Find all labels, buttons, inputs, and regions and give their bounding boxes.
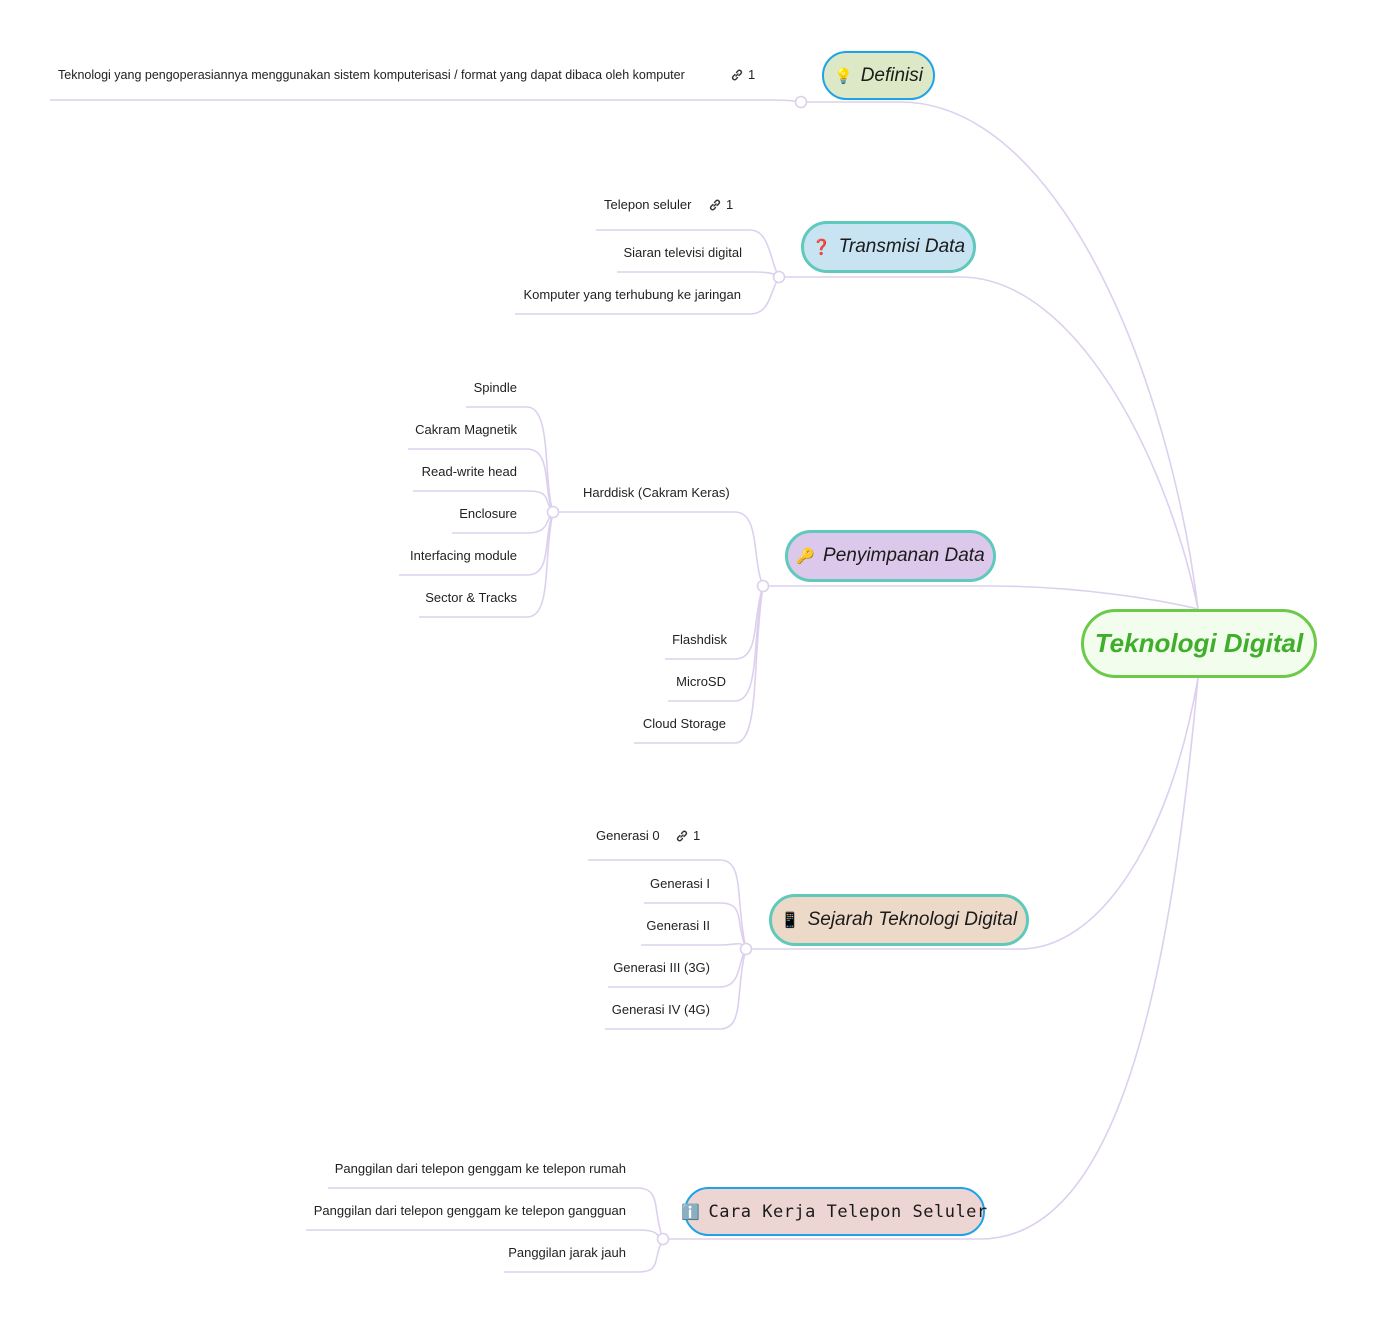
transmisi-item[interactable]: Siaran televisi digital [623,245,742,261]
definisi-item-label: Teknologi yang pengoperasiannya mengguna… [58,68,685,82]
harddisk-child-label: Interfacing module [410,548,517,563]
cara-item[interactable]: Panggilan jarak jauh [508,1245,626,1261]
connector-root-penyimpanan [763,585,1199,610]
transmisi-item[interactable]: Telepon seluler [604,197,691,213]
collapse-handle-definisi [794,95,808,109]
topic-cara-label: Cara Kerja Telepon Seluler [708,1201,988,1222]
connector-root-sejarah [746,677,1199,950]
collapse-handle-transmisi [772,270,786,284]
link-count: 1 [748,67,756,82]
penyimpanan-item[interactable]: Flashdisk [672,632,727,648]
info-icon: ℹ️ [681,1202,701,1221]
topic-definisi[interactable]: 💡 Definisi [822,51,935,100]
sejarah-item-label: Generasi IV (4G) [611,1002,710,1017]
link-icon [676,830,688,842]
cara-item-label: Panggilan dari telepon genggam ke telepo… [334,1161,626,1176]
root-topic[interactable]: Teknologi Digital [1081,609,1317,678]
link-badge[interactable]: 1 [708,197,733,213]
harddisk-child-label: Enclosure [459,506,517,521]
link-icon [731,69,743,81]
link-count: 1 [693,828,701,843]
transmisi-item-label: Telepon seluler [604,197,692,212]
sejarah-item[interactable]: Generasi III (3G) [613,960,710,976]
topic-cara-kerja-telepon-seluler[interactable]: ℹ️ Cara Kerja Telepon Seluler [681,1187,988,1236]
transmisi-item-label: Komputer yang terhubung ke jaringan [523,287,741,302]
mobile-phone-icon: 📱 [780,912,800,929]
harddisk-child[interactable]: Interfacing module [410,548,517,564]
transmisi-item[interactable]: Komputer yang terhubung ke jaringan [523,287,741,303]
collapse-handle-penyimpanan [756,579,770,593]
topic-transmisi-data[interactable]: ❓ Transmisi Data [801,221,976,273]
harddisk-child[interactable]: Sector & Tracks [425,590,517,606]
cara-item[interactable]: Panggilan dari telepon genggam ke telepo… [335,1161,626,1177]
connector-root-transmisi [779,276,1199,610]
link-count: 1 [726,197,734,212]
connector-root-definisi [801,101,1199,610]
cara-item[interactable]: Panggilan dari telepon genggam ke telepo… [314,1203,626,1219]
sejarah-item-label: Generasi III (3G) [613,960,710,975]
sejarah-item-label: Generasi I [650,876,710,891]
transmisi-item-label: Siaran televisi digital [623,245,742,260]
topic-sejarah-teknologi-digital[interactable]: 📱 Sejarah Teknologi Digital [769,894,1029,946]
link-badge[interactable]: 1 [730,67,755,83]
cara-item-label: Panggilan dari telepon genggam ke telepo… [313,1203,626,1218]
penyimpanan-item[interactable]: Cloud Storage [643,716,726,732]
topic-penyimpanan-data[interactable]: 🔑 Penyimpanan Data [785,530,996,582]
topic-penyimpanan-label: Penyimpanan Data [823,545,985,566]
question-icon: ❓ [811,239,831,256]
penyimpanan-item-label: MicroSD [676,674,726,689]
harddisk-child[interactable]: Read-write head [422,464,517,480]
key-icon: 🔑 [796,548,816,565]
penyimpanan-item-label: Flashdisk [672,632,727,647]
penyimpanan-item-label: Cloud Storage [642,716,726,731]
collapse-handle-harddisk [546,505,560,519]
penyimpanan-item[interactable]: MicroSD [676,674,726,690]
lightbulb-icon: 💡 [834,67,853,85]
harddisk-child-label: Read-write head [421,464,517,479]
harddisk-child-label: Cakram Magnetik [415,422,517,437]
harddisk-label: Harddisk (Cakram Keras) [583,485,730,500]
harddisk-node[interactable]: Harddisk (Cakram Keras) [583,485,730,501]
sejarah-item[interactable]: Generasi 0 [596,828,660,844]
sejarah-item[interactable]: Generasi IV (4G) [612,1002,710,1018]
sejarah-item[interactable]: Generasi I [650,876,710,892]
sejarah-item[interactable]: Generasi II [646,918,710,934]
root-topic-label: Teknologi Digital [1094,628,1304,658]
topic-definisi-label: Definisi [860,64,923,86]
harddisk-child[interactable]: Cakram Magnetik [415,422,517,438]
harddisk-child-label: Sector & Tracks [425,590,517,605]
sejarah-item-label: Generasi 0 [596,828,660,843]
collapse-handle-sejarah [739,942,753,956]
harddisk-child[interactable]: Spindle [474,380,517,396]
harddisk-child-label: Spindle [473,380,517,395]
definisi-item[interactable]: Teknologi yang pengoperasiannya mengguna… [58,67,685,83]
topic-sejarah-label: Sejarah Teknologi Digital [807,909,1018,930]
cara-item-label: Panggilan jarak jauh [508,1245,626,1260]
link-icon [709,199,721,211]
topic-transmisi-label: Transmisi Data [838,236,966,257]
collapse-handle-cara [656,1232,670,1246]
connector-root-cara [663,677,1199,1240]
link-badge[interactable]: 1 [675,828,700,844]
harddisk-child[interactable]: Enclosure [459,506,517,522]
sejarah-item-label: Generasi II [646,918,710,933]
